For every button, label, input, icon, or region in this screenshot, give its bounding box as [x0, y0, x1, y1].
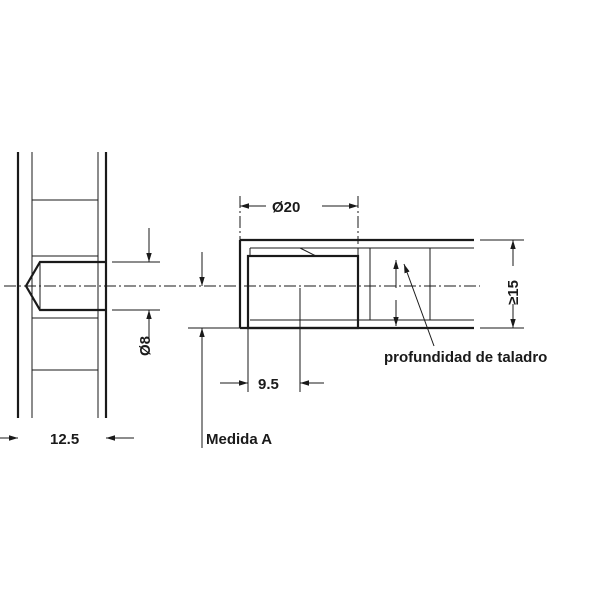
dimension-diam-8 [112, 228, 160, 340]
dimension-profundidad [393, 260, 435, 347]
dim-diam-8-label: Ø8 [137, 336, 154, 356]
dimension-9-5 [220, 288, 324, 392]
left-panel [16, 152, 108, 418]
dimension-diam-20 [239, 196, 359, 244]
dimension-ge-15 [480, 239, 524, 329]
profundidad-label: profundidad de taladro [384, 349, 547, 366]
cam-fitting [246, 248, 360, 330]
dim-9-5-label: 9.5 [258, 376, 279, 393]
dim-ge-15-label: ≥15 [505, 280, 522, 305]
dimension-medida-a [188, 252, 240, 448]
medida-a-label: Medida A [206, 431, 272, 448]
dim-12-5-label: 12.5 [50, 431, 79, 448]
dim-diam-20-label: Ø20 [272, 199, 300, 216]
